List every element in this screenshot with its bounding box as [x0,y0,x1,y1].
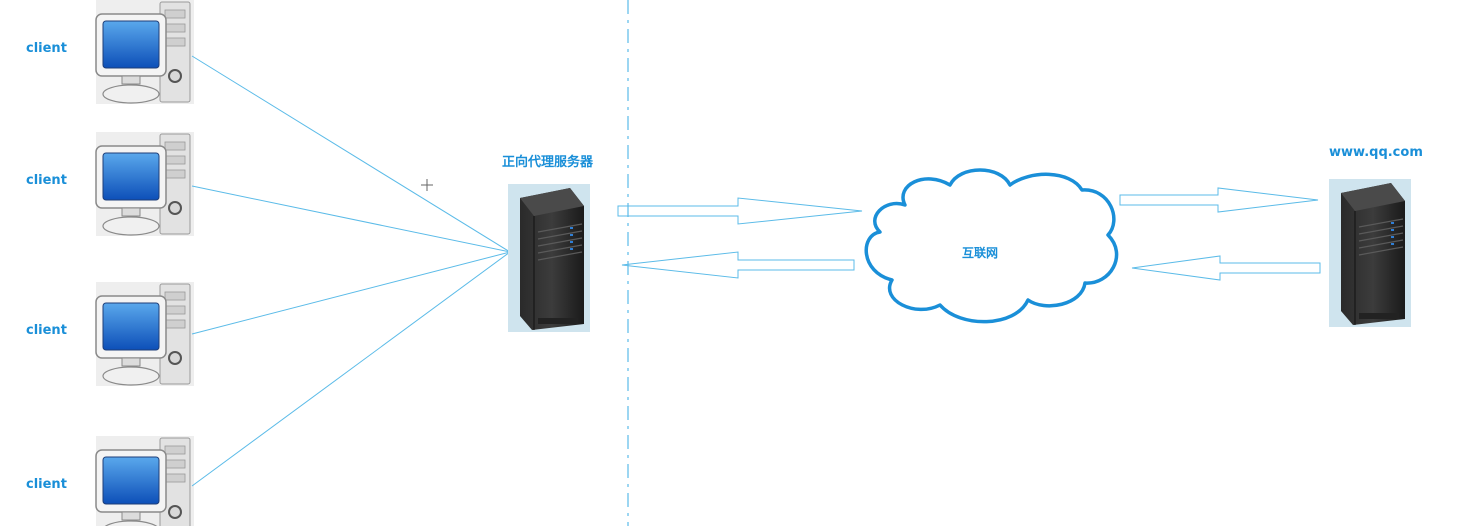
internet-label: 互联网 [962,246,999,260]
connection-line [191,55,511,253]
client-label: client [26,173,67,188]
crosshair-cursor-icon [421,179,433,191]
client-computer-icon [95,281,195,387]
client-label: client [26,41,67,56]
client-label: client [26,477,67,492]
arrow-right-icon [1119,187,1319,213]
client-label: client [26,323,67,338]
connection-line [191,251,511,335]
connection-line [191,251,511,487]
arrow-left-icon [1131,255,1321,281]
connection-line [191,185,511,253]
proxy-server-icon [507,183,591,333]
arrow-right-icon [617,197,863,225]
client-connection-lines [191,55,511,487]
proxy-server-label: 正向代理服务器 [502,155,594,170]
client-computer-icon [95,0,195,105]
target-server-icon [1328,178,1412,328]
client-computer-icon [95,131,195,237]
proxy-internet-arrows [617,197,863,279]
client-computer-icon [95,435,195,526]
internet-cloud-icon [864,168,1119,324]
internet-target-arrows [1119,187,1321,281]
target-server-label: www.qq.com [1329,145,1423,160]
arrow-left-icon [621,251,855,279]
